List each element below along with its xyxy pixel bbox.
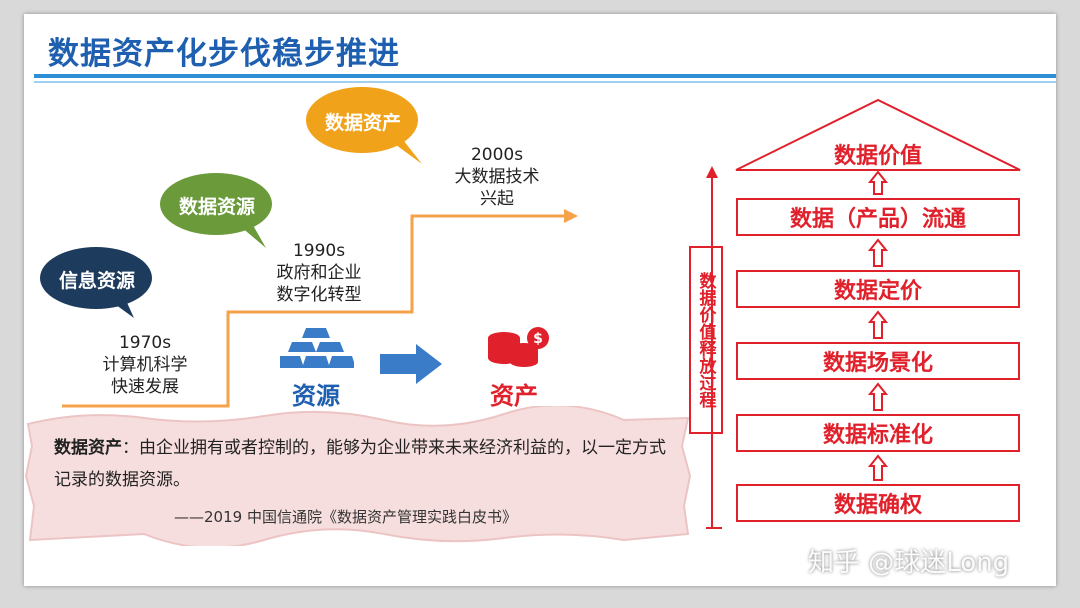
up-arrow-icon [867, 454, 889, 481]
era-year: 1970s [118, 333, 172, 353]
era-line1: 计算机科学 [102, 355, 188, 375]
coins-icon: $ [488, 327, 549, 367]
era-year: 1990s [292, 241, 346, 261]
torn-paper-note [24, 406, 692, 546]
up-arrow-icon [867, 238, 889, 267]
era-line2: 兴起 [480, 189, 514, 209]
bubble-info-resource [40, 247, 152, 318]
resource-label: 资源 [292, 382, 340, 410]
title-underline-thin [34, 81, 1056, 83]
level-scenario: 数据场景化 [736, 342, 1020, 380]
definition-term: 数据资产 [54, 438, 122, 458]
era-1970s: 1970s 计算机科学 快速发展 [70, 332, 220, 398]
asset-label: 资产 [490, 382, 538, 410]
bubble-data-resource [160, 173, 272, 248]
value-release-label: 数据价值释放过程 [695, 272, 716, 408]
level-product-circulation: 数据（产品）流通 [736, 198, 1020, 236]
bubble-data-resource-label: 数据资源 [178, 196, 255, 218]
era-line1: 大数据技术 [454, 167, 540, 187]
up-arrows [706, 166, 889, 529]
bubble-data-asset-label: 数据资产 [324, 112, 401, 134]
up-arrow-icon [867, 310, 889, 339]
up-arrow-icon [867, 170, 889, 195]
era-line2: 数字化转型 [276, 285, 362, 305]
page-title: 数据资产化步伐稳步推进 [48, 36, 400, 72]
level-pricing: 数据定价 [736, 270, 1020, 308]
svg-text:$: $ [533, 331, 543, 347]
timeline-arrow [62, 209, 578, 408]
definition-body: ：由企业拥有或者控制的，能够为企业带来未来经济利益的，以一定方式记录的数据资源。 [54, 438, 666, 490]
gold-bars-icon [280, 328, 354, 368]
value-house-roof [735, 98, 1021, 171]
definition-source: ——2019 中国信通院《数据资产管理实践白皮书》 [174, 508, 517, 526]
era-2000s: 2000s 大数据技术 兴起 [422, 144, 572, 210]
title-underline [34, 74, 1056, 78]
era-line1: 政府和企业 [276, 263, 362, 283]
value-release-label-box: 数据价值释放过程 [689, 246, 723, 434]
transform-arrow-icon [380, 344, 442, 384]
definition-text: 数据资产：由企业拥有或者控制的，能够为企业带来未来经济利益的，以一定方式记录的数… [54, 432, 674, 496]
level-rights: 数据确权 [736, 484, 1020, 522]
watermark: 知乎 @球迷Long [808, 548, 1010, 578]
bubble-info-resource-label: 信息资源 [58, 270, 135, 292]
slide: 数据资产化步伐稳步推进 信息资源 数据资源 数据资产 1970s 计算机科学 快… [24, 14, 1056, 586]
era-line2: 快速发展 [111, 377, 179, 397]
up-arrow-icon [867, 382, 889, 411]
bubble-data-asset [306, 87, 422, 164]
era-year: 2000s [470, 145, 524, 165]
level-standardization: 数据标准化 [736, 414, 1020, 452]
roof-label: 数据价值 [833, 144, 922, 169]
era-1990s: 1990s 政府和企业 数字化转型 [244, 240, 394, 306]
